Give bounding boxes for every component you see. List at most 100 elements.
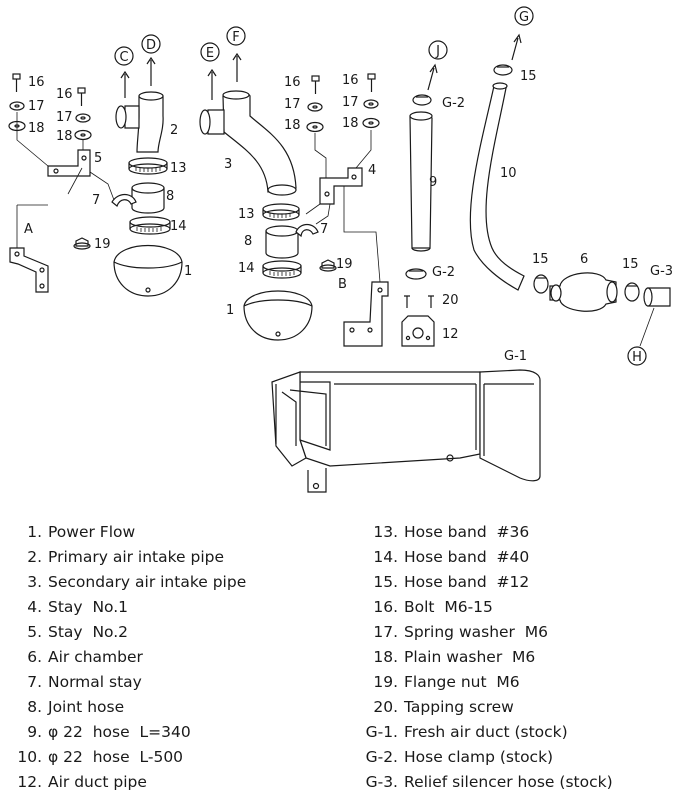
legend-text: Air chamber <box>48 648 143 666</box>
hose-band-14-middle <box>262 260 302 279</box>
legend-number: 12. <box>17 773 42 791</box>
legend-item: 8. Joint hose <box>12 695 246 720</box>
callout-18: 18 <box>342 116 359 131</box>
callout-16: 16 <box>342 73 359 88</box>
joint-hose-8-left <box>131 182 165 214</box>
hose-band-15-top <box>493 64 513 76</box>
circled-letter-h: H <box>627 346 647 366</box>
legend-item: 10.φ 22 hose L-500 <box>12 745 246 770</box>
fresh-air-duct <box>271 369 541 493</box>
secondary-air-intake-pipe <box>199 90 297 196</box>
leader-lines-middle <box>305 130 381 283</box>
legend-text: Hose band #40 <box>404 548 530 566</box>
plain-washer-18-c <box>306 121 324 133</box>
legend-text: Stay No.1 <box>48 598 129 616</box>
circled-letter-f: F <box>226 26 246 46</box>
circled-letter-g: G <box>514 6 534 26</box>
exploded-parts-diagram: C D <box>8 6 673 493</box>
callout-b: B <box>338 277 347 292</box>
legend-item: 20. Tapping screw <box>352 695 613 720</box>
legend-item: 3.Secondary air intake pipe <box>12 570 246 595</box>
legend-item: 18.Plain washer M6 <box>352 645 613 670</box>
legend-number: 20. <box>373 698 398 716</box>
normal-stay-7-left <box>111 193 137 207</box>
joint-hose-8-middle <box>265 225 299 259</box>
spring-washer-17-c <box>307 102 323 112</box>
legend-item: 5.Stay No.2 <box>12 620 246 645</box>
callout-4: 4 <box>368 163 376 178</box>
legend-item: 1.Power Flow <box>12 520 246 545</box>
hose-band-15-right <box>624 282 640 302</box>
callout-3: 3 <box>224 157 232 172</box>
legend-number: G-2. <box>365 748 398 766</box>
legend-text: Plain washer M6 <box>404 648 536 666</box>
legend-item: 2. Primary air intake pipe <box>12 545 246 570</box>
callout-18: 18 <box>56 129 73 144</box>
legend-text: Fresh air duct (stock) <box>404 723 568 741</box>
bolt-16-c <box>311 75 320 94</box>
svg-text:H: H <box>632 350 642 365</box>
callout-17: 17 <box>56 110 73 125</box>
legend-item: 6.Air chamber <box>12 645 246 670</box>
plain-washer-18-b <box>74 129 92 141</box>
arrow-j <box>427 63 438 91</box>
legend-item: 19.Flange nut M6 <box>352 670 613 695</box>
callout-g1: G-1 <box>504 349 527 364</box>
legend-text: Joint hose <box>48 698 125 716</box>
legend-number: 3. <box>27 573 42 591</box>
callout-8: 8 <box>166 189 174 204</box>
arrow-g <box>511 33 522 61</box>
callout-15: 15 <box>520 69 537 84</box>
legend-number: 7. <box>27 673 42 691</box>
relief-silencer-hose <box>643 287 671 307</box>
bracket-a <box>9 247 49 293</box>
callout-19: 19 <box>336 257 353 272</box>
circled-letter-e: E <box>200 42 220 62</box>
legend-text: φ 22 hose L=340 <box>48 723 191 741</box>
legend-number: 16. <box>373 598 398 616</box>
svg-text:J: J <box>435 44 440 59</box>
legend-number: 8. <box>27 698 42 716</box>
callout-numbers: 16 17 18 16 17 18 5 2 13 8 7 14 A 19 1 3… <box>24 69 673 364</box>
primary-air-intake-pipe <box>115 91 164 153</box>
callout-1: 1 <box>226 303 234 318</box>
legend-number: 4. <box>27 598 42 616</box>
power-flow-middle <box>243 290 313 341</box>
leader-lines-left <box>16 112 115 248</box>
legend-text: Tapping screw <box>404 698 514 716</box>
callout-g2: G-2 <box>442 96 465 111</box>
legend-text: Primary air intake pipe <box>48 548 225 566</box>
circled-letter-d: D <box>141 34 161 54</box>
callout-15: 15 <box>622 257 639 272</box>
stay-no-2 <box>47 149 91 177</box>
bracket-b <box>343 281 389 347</box>
plain-washer-18-d <box>362 117 380 129</box>
svg-text:F: F <box>232 30 239 45</box>
spring-washer-17-b <box>75 113 91 123</box>
legend-text: Power Flow <box>48 523 136 541</box>
spring-washer-17-a <box>9 101 25 111</box>
spring-washer-17-d <box>363 99 379 109</box>
legend-text: Bolt M6-15 <box>404 598 493 616</box>
legend-text: Spring washer M6 <box>404 623 549 641</box>
callout-a: A <box>24 222 33 237</box>
legend-item: 17. Spring washer M6 <box>352 620 613 645</box>
legend-number: 2. <box>27 548 42 566</box>
legend-item: 7.Normal stay <box>12 670 246 695</box>
callout-17: 17 <box>284 97 301 112</box>
hose-clamp-g2-bottom <box>405 268 427 280</box>
legend-number: 15. <box>373 573 398 591</box>
hose-band-15-middle <box>533 274 549 294</box>
legend-text: Relief silencer hose (stock) <box>404 773 613 791</box>
callout-13: 13 <box>238 207 255 222</box>
legend-number: G-1. <box>365 723 398 741</box>
parts-legend-right: 13.Hose band #36 14.Hose band #40 15.Hos… <box>352 520 613 795</box>
legend-item: G-2.Hose clamp (stock) <box>352 745 613 770</box>
air-chamber <box>549 272 618 312</box>
callout-6: 6 <box>580 252 588 267</box>
callout-13: 13 <box>170 161 187 176</box>
callout-18: 18 <box>28 121 45 136</box>
legend-number: 17. <box>373 623 398 641</box>
legend-number: 19. <box>373 673 398 691</box>
bolt-16-a <box>12 73 21 92</box>
